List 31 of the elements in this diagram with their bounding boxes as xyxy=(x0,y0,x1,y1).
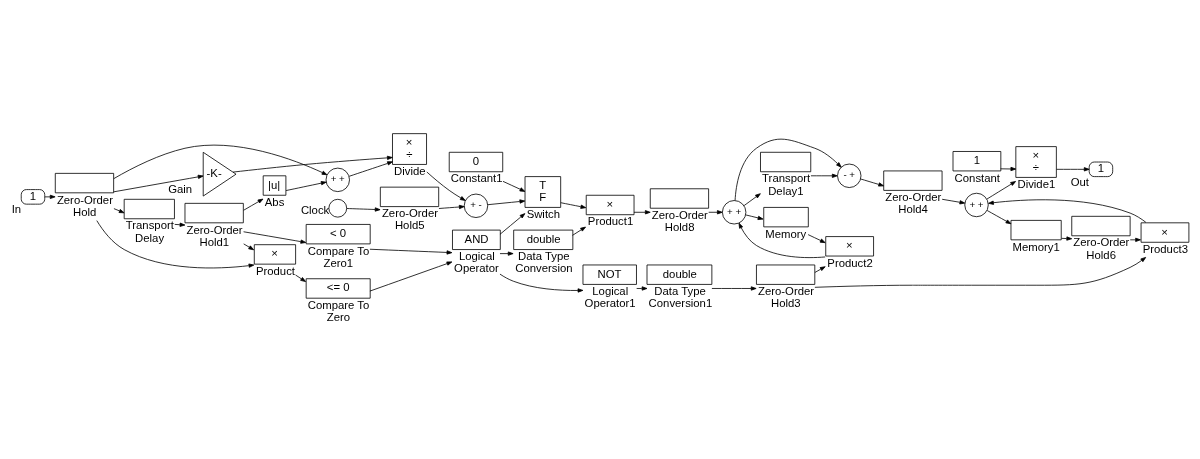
node-label: Compare To Zero xyxy=(307,298,370,324)
node-label: Switch xyxy=(526,208,561,221)
node-label: Constant xyxy=(954,171,1000,184)
node-label: Product2 xyxy=(827,256,873,269)
node-label: Transport Delay1 xyxy=(762,172,811,197)
node-label: Gain xyxy=(168,182,193,195)
node-label: Zero-Order Hold8 xyxy=(651,208,708,234)
node-label: Data Type Conversion xyxy=(515,250,573,275)
node-label: Zero-Order Hold xyxy=(56,193,113,218)
node-label: Product1 xyxy=(587,215,634,228)
node-label: Out xyxy=(1070,175,1089,188)
node-label: Logical Operator xyxy=(454,250,499,275)
node-label: Logical Operator1 xyxy=(584,285,636,310)
node-label: Constant1 xyxy=(450,172,503,185)
node-label: Zero-Order Hold4 xyxy=(885,191,942,216)
node-label: Zero-Order Hold1 xyxy=(186,223,243,248)
node-label: Zero-Order Hold5 xyxy=(381,207,438,232)
node-label: Divide1 xyxy=(1017,178,1056,191)
node-label: Abs xyxy=(264,195,285,208)
node-label: Memory xyxy=(765,227,807,240)
node-label: Transport Delay xyxy=(125,219,174,244)
node-label: Product3 xyxy=(1142,242,1189,255)
node-label: Compare To Zero1 xyxy=(307,244,370,269)
node-label: Zero-Order Hold3 xyxy=(758,285,815,310)
node-label: Clock xyxy=(300,204,330,217)
node-label: Data Type Conversion1 xyxy=(648,285,713,310)
node-label: Divide xyxy=(394,165,426,178)
node-label: In xyxy=(11,203,22,216)
node-label: Zero-Order Hold6 xyxy=(1073,236,1130,261)
node-label: Memory1 xyxy=(1012,240,1060,253)
node-label: Product xyxy=(255,264,295,277)
